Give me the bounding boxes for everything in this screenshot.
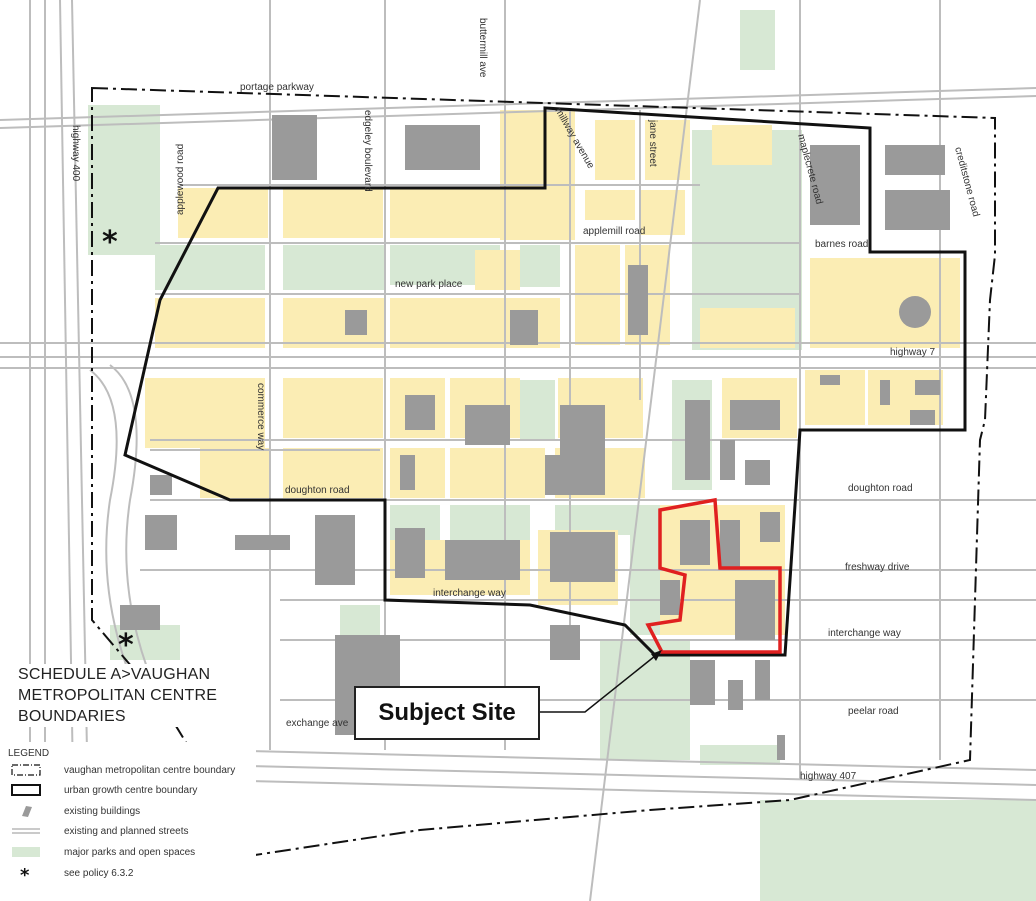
- street-label-highway407: highway 407: [800, 771, 857, 782]
- schedule-title: SCHEDULE A>VAUGHAN METROPOLITAN CENTRE B…: [18, 664, 258, 727]
- solid-boundary-icon: [11, 784, 41, 796]
- street-label-applemill: applemill road: [583, 226, 645, 237]
- street-label-doughton-west: doughton road: [285, 485, 350, 496]
- callout-arrow: [540, 650, 662, 713]
- legend-item-policy: * see policy 6.3.2: [10, 865, 256, 881]
- legend: LEGEND vaughan metropolitan centre bound…: [0, 742, 256, 901]
- street-label-commerce: commerce way: [255, 383, 266, 450]
- street-label-jane: jane street: [647, 119, 658, 167]
- building-icon: [22, 806, 32, 817]
- street-label-doughton-east: doughton road: [848, 483, 913, 494]
- street-label-exchange: exchange ave: [286, 718, 349, 729]
- legend-item-vmc-boundary: vaughan metropolitan centre boundary: [10, 762, 256, 778]
- svg-text:*: *: [20, 866, 30, 880]
- subject-site-callout: Subject Site: [354, 686, 540, 740]
- policy-asterisk-icon: *: [118, 628, 134, 663]
- policy-asterisk-icon: *: [102, 225, 118, 260]
- street-label-buttermill: buttermill ave: [477, 18, 488, 78]
- legend-item-label: vaughan metropolitan centre boundary: [64, 764, 236, 776]
- schedule-title-line-1: SCHEDULE A>VAUGHAN: [18, 666, 211, 683]
- street-label-peelar: peelar road: [848, 706, 899, 717]
- legend-item-streets: existing and planned streets: [10, 823, 256, 839]
- street-label-barnes: barnes road: [815, 239, 868, 250]
- schedule-title-line-2: METROPOLITAN CENTRE: [18, 687, 218, 704]
- park-swatch-icon: [12, 847, 40, 857]
- street-label-applewood: applewood road: [175, 144, 186, 215]
- dash-dot-boundary-icon: [11, 764, 41, 776]
- legend-item-urban-growth: urban growth centre boundary: [10, 782, 256, 798]
- legend-item-label: urban growth centre boundary: [64, 784, 198, 796]
- legend-item-label: see policy 6.3.2: [64, 867, 134, 879]
- street-label-newpark: new park place: [395, 279, 463, 290]
- street-lines-icon: [12, 828, 40, 834]
- subject-site-label: Subject Site: [378, 699, 516, 726]
- street-label-portage: portage parkway: [240, 82, 314, 93]
- legend-title: LEGEND: [8, 748, 50, 759]
- street-label-interchange-west: interchange way: [433, 588, 506, 599]
- legend-item-label: existing and planned streets: [64, 825, 189, 837]
- asterisk-icon: *: [20, 866, 30, 880]
- street-label-highway400: highway 400: [70, 125, 81, 182]
- legend-item-label: major parks and open spaces: [64, 846, 196, 858]
- street-label-highway7: highway 7: [890, 347, 935, 358]
- legend-item-label: existing buildings: [64, 805, 141, 817]
- legend-item-parks: major parks and open spaces: [10, 844, 256, 860]
- subject-site-outline: [645, 497, 782, 654]
- schedule-title-line-3: BOUNDARIES: [18, 708, 126, 725]
- legend-item-buildings: existing buildings: [10, 803, 256, 819]
- urban-growth-boundary: [123, 106, 967, 657]
- street-label-freshway: freshway drive: [845, 562, 910, 573]
- street-label-interchange-east: interchange way: [828, 628, 901, 639]
- street-label-edgeley: edgeley boulevard: [362, 110, 373, 192]
